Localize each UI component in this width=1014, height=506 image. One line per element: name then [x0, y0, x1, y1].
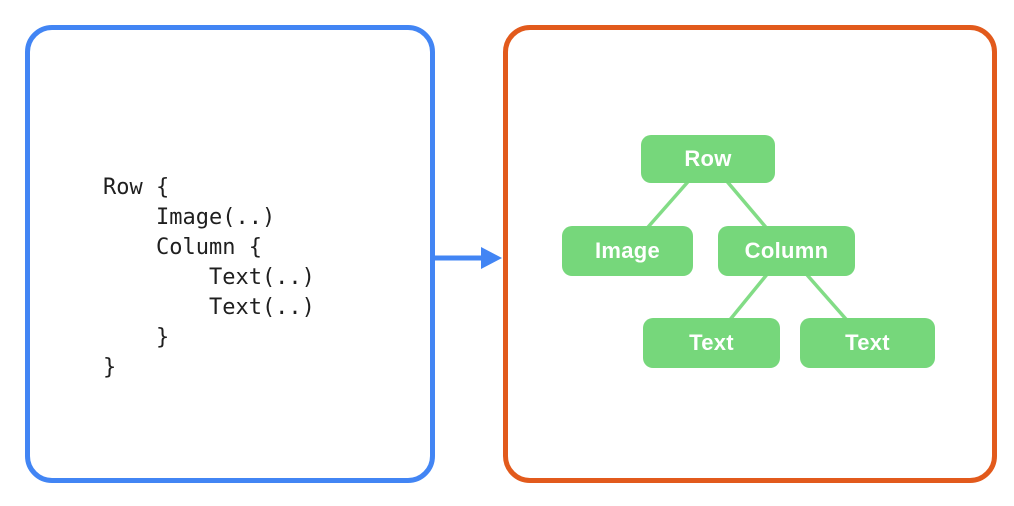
tree-node-row: Row [641, 135, 775, 183]
tree-node-column: Column [718, 226, 855, 276]
tree-node-label: Text [689, 330, 734, 355]
tree-node-label: Text [845, 330, 890, 355]
code-panel: Row { Image(..) Column { Text(..) Text(.… [25, 25, 435, 483]
tree-node-label: Column [744, 238, 829, 263]
arrow-right-icon [434, 247, 502, 269]
tree-node-text-right: Text [800, 318, 935, 368]
tree-node-image: Image [562, 226, 693, 276]
tree-node-label: Row [684, 146, 732, 171]
tree-node-text-left: Text [643, 318, 780, 368]
code-block: Row { Image(..) Column { Text(..) Text(.… [103, 175, 315, 380]
tree-node-label: Image [594, 238, 661, 263]
